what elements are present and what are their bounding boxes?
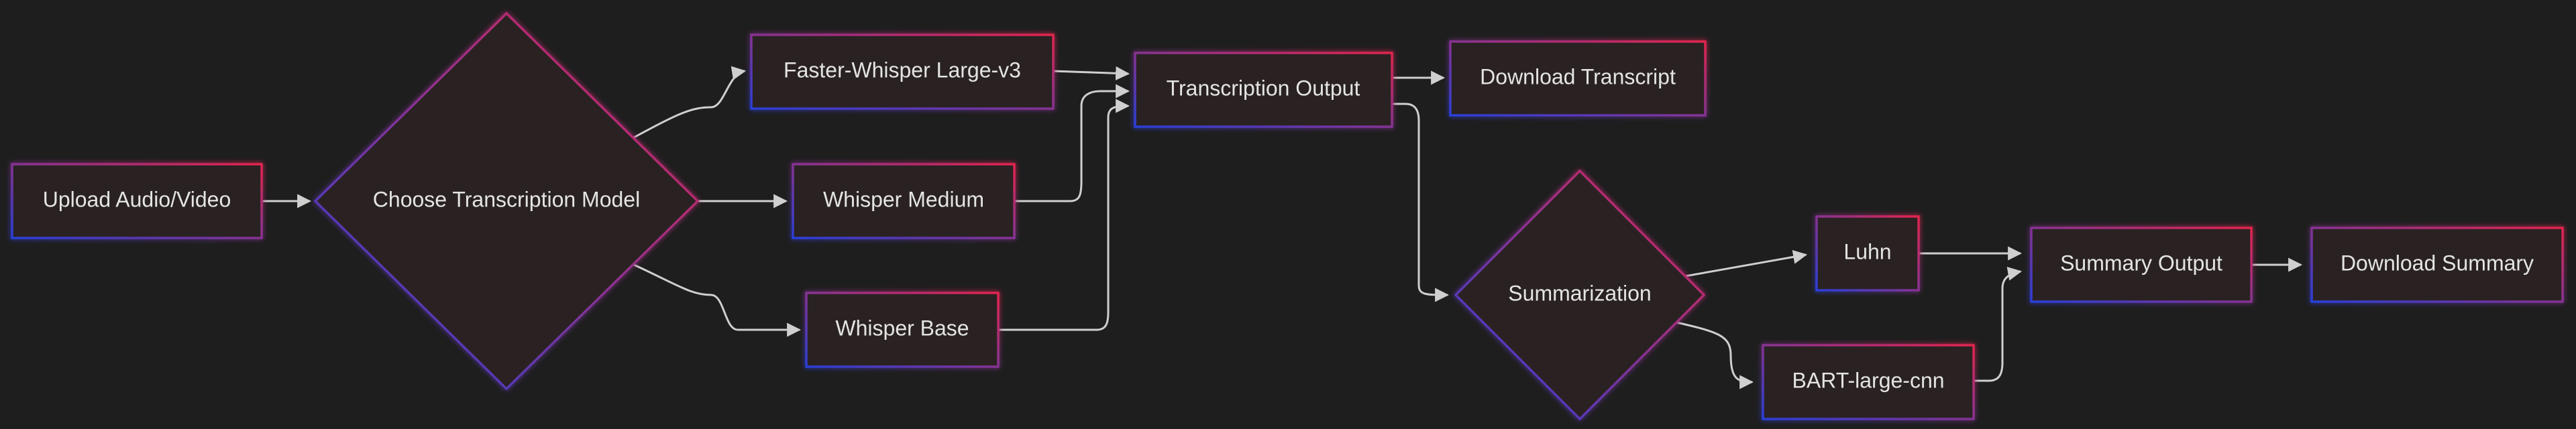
node-faster-whisper-label: Faster-Whisper Large-v3 — [784, 58, 1021, 82]
edge-whisper-base-to-transcription-output — [998, 99, 1130, 331]
edge-choose-model-to-whisper-base — [633, 263, 802, 337]
node-upload[interactable]: Upload Audio/Video — [11, 163, 263, 239]
node-upload-label: Upload Audio/Video — [43, 187, 231, 211]
node-download-summary-label: Download Summary — [2341, 251, 2534, 275]
node-whisper-medium-label: Whisper Medium — [823, 187, 984, 211]
node-download-transcript-label: Download Transcript — [1480, 64, 1676, 88]
node-whisper-medium[interactable]: Whisper Medium — [792, 163, 1016, 239]
node-summarization-label: Summarization — [1508, 281, 1651, 305]
node-summarization[interactable]: Summarization — [1454, 169, 1706, 421]
node-transcription-output-label: Transcription Output — [1167, 76, 1360, 100]
node-bart-label: BART-large-cnn — [1792, 368, 1944, 392]
edge-summarization-to-luhn — [1684, 249, 1808, 278]
node-download-summary[interactable]: Download Summary — [2310, 227, 2564, 303]
edge-whisper-medium-to-transcription-output — [1014, 84, 1130, 202]
node-luhn[interactable]: Luhn — [1815, 215, 1920, 292]
node-whisper-base-label: Whisper Base — [835, 316, 969, 340]
edge-choose-model-to-faster-whisper — [633, 66, 747, 139]
nodes: Upload Audio/Video Choose Transcription … — [11, 11, 2564, 421]
node-luhn-label: Luhn — [1843, 239, 1891, 263]
node-bart[interactable]: BART-large-cnn — [1762, 344, 1975, 420]
edge-summarization-to-bart — [1673, 320, 1754, 389]
edges — [262, 66, 2303, 389]
node-transcription-output[interactable]: Transcription Output — [1134, 52, 1393, 128]
edge-faster-whisper-to-transcription-output — [1053, 66, 1130, 80]
node-choose-model[interactable]: Choose Transcription Model — [313, 11, 700, 391]
edge-transcription-output-to-summarization — [1392, 103, 1450, 302]
node-choose-model-label: Choose Transcription Model — [373, 187, 640, 211]
node-summary-output[interactable]: Summary Output — [2030, 227, 2253, 303]
node-faster-whisper[interactable]: Faster-Whisper Large-v3 — [750, 34, 1055, 110]
node-whisper-base[interactable]: Whisper Base — [805, 292, 1000, 368]
edge-bart-to-summary-output — [1974, 266, 2023, 382]
node-download-transcript[interactable]: Download Transcript — [1449, 40, 1707, 117]
node-summary-output-label: Summary Output — [2060, 251, 2222, 275]
